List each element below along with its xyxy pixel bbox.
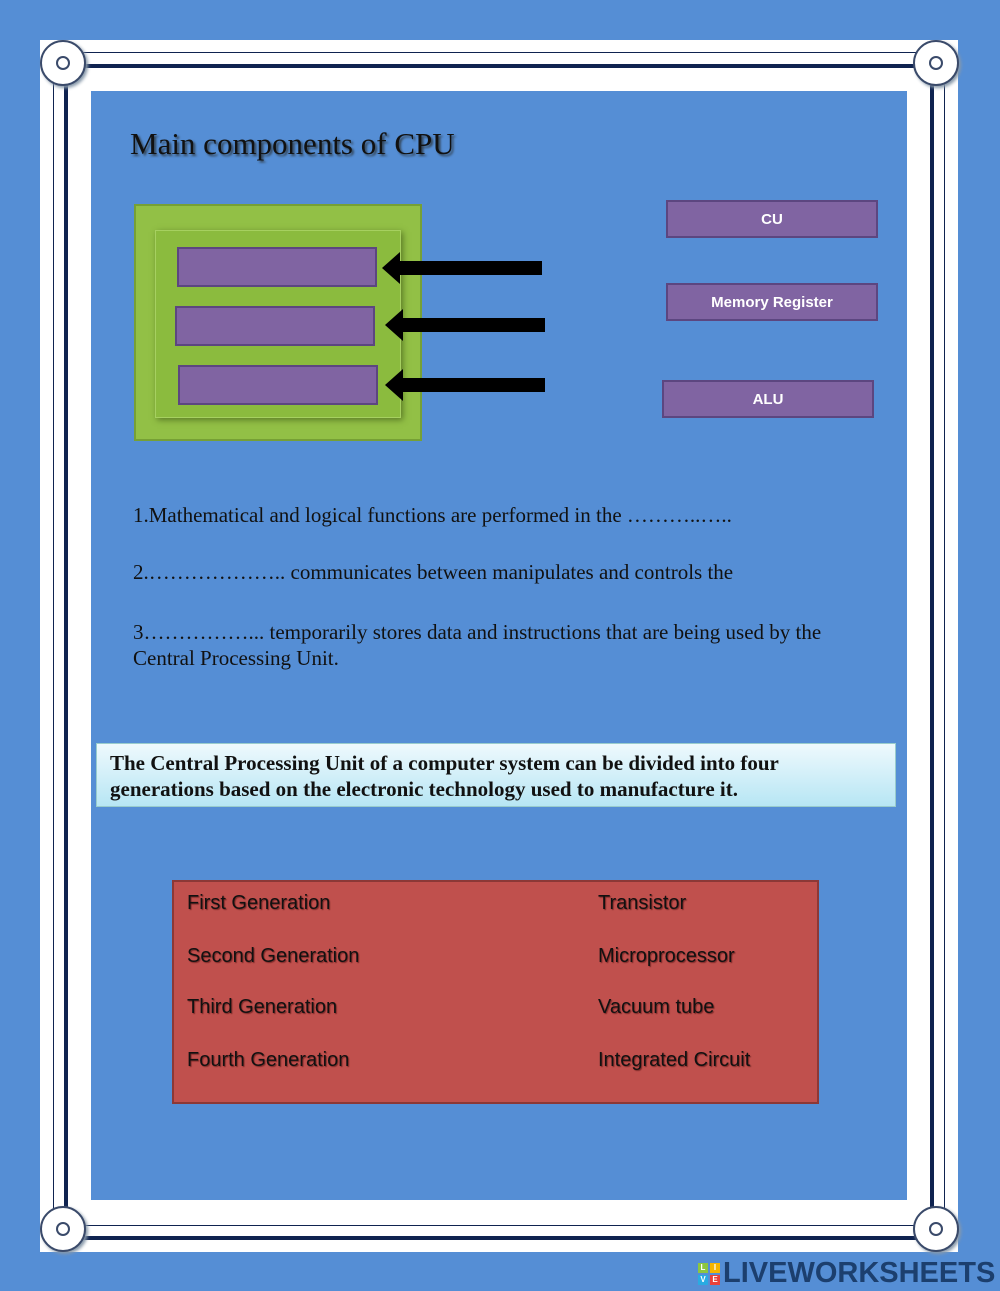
answer-drop-slot-2[interactable] [175,306,375,346]
technology-3[interactable]: Vacuum tube [598,996,715,1018]
drag-label-alu[interactable]: ALU [662,380,874,418]
corner-ornament [913,1206,959,1252]
technology-4[interactable]: Integrated Circuit [598,1049,751,1071]
generations-matching-table [172,880,819,1104]
logo-letter: E [710,1274,720,1285]
technology-2[interactable]: Microprocessor [598,945,735,967]
generation-1: First Generation [187,892,331,914]
arrow-icon [385,369,545,401]
answer-drop-slot-3[interactable] [178,365,378,405]
question-3: 3……………... temporarily stores data and in… [133,620,822,670]
drag-label-memory-register[interactable]: Memory Register [666,283,878,321]
corner-ornament [40,1206,86,1252]
arrow-icon [382,252,542,284]
logo-icon: L I V E [698,1262,720,1285]
question-2: 2.……………….. communicates between manipula… [133,560,734,584]
logo-letter: L [698,1262,708,1273]
logo-letter: V [698,1274,708,1285]
question-1: 1.Mathematical and logical functions are… [133,503,732,527]
info-box: The Central Processing Unit of a compute… [96,743,896,807]
corner-ornament [40,40,86,86]
logo-text: LIVEWORKSHEETS [723,1257,996,1289]
generation-3: Third Generation [187,996,338,1018]
liveworksheets-logo: L I V E LIVEWORKSHEETS [698,1257,995,1290]
drag-label-cu[interactable]: CU [666,200,878,238]
generation-2: Second Generation [187,945,360,967]
logo-letter: I [710,1262,720,1273]
technology-1[interactable]: Transistor [598,892,687,914]
generation-4: Fourth Generation [187,1049,350,1071]
corner-ornament [913,40,959,86]
page-title: Main components of CPU [130,126,455,161]
answer-drop-slot-1[interactable] [177,247,377,287]
arrow-icon [385,309,545,341]
